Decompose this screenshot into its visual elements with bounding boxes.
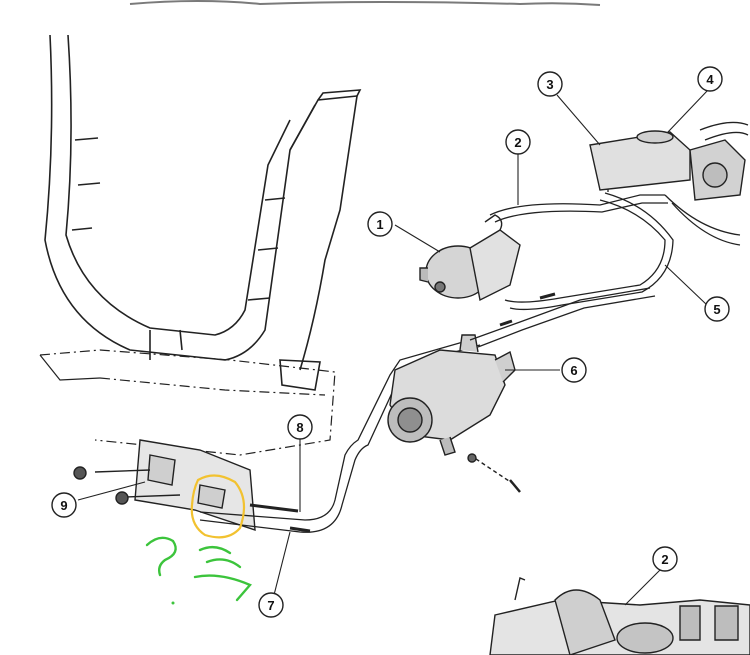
cropped-header-text [129,0,601,6]
scribble-dot [171,601,175,605]
callout-2b-circle [652,546,678,572]
callout-7-circle [258,592,284,618]
callout-3-label: 3 [546,77,553,92]
callout-4-label: 4 [706,72,714,87]
vacuum-pump [419,214,521,302]
abs-module [387,334,521,493]
lower-right-assembly [489,577,750,655]
callout-1-circle [367,211,393,237]
brake-lines-lower [199,339,481,533]
callout-5-circle [704,296,730,322]
callouts [51,66,730,618]
callout-9-label: 9 [60,498,67,513]
callout-9-circle [51,492,77,518]
callout-1-label: 1 [376,217,383,232]
master-cylinder [589,121,749,201]
callout-4-circle [697,66,723,92]
callout-7-label: 7 [267,598,274,613]
frame-rail [44,34,362,391]
callout-6-circle [561,357,587,383]
highlight-circle-annotation [190,474,246,539]
callout-8-label: 8 [296,420,303,435]
question-scribble-annotation [145,536,252,602]
callout-8-circle [287,414,313,440]
crossmember-plate [39,349,336,456]
callout-6-label: 6 [570,363,577,378]
callout-2-label: 2 [514,135,521,150]
callout-3-circle [537,71,563,97]
callout-labels: 1 2 3 4 5 6 7 8 9 2 [60,72,720,613]
callout-5-label: 5 [713,302,720,317]
leader-lines [77,89,709,606]
callout-2-circle [505,129,531,155]
callout-2b-label: 2 [661,552,668,567]
